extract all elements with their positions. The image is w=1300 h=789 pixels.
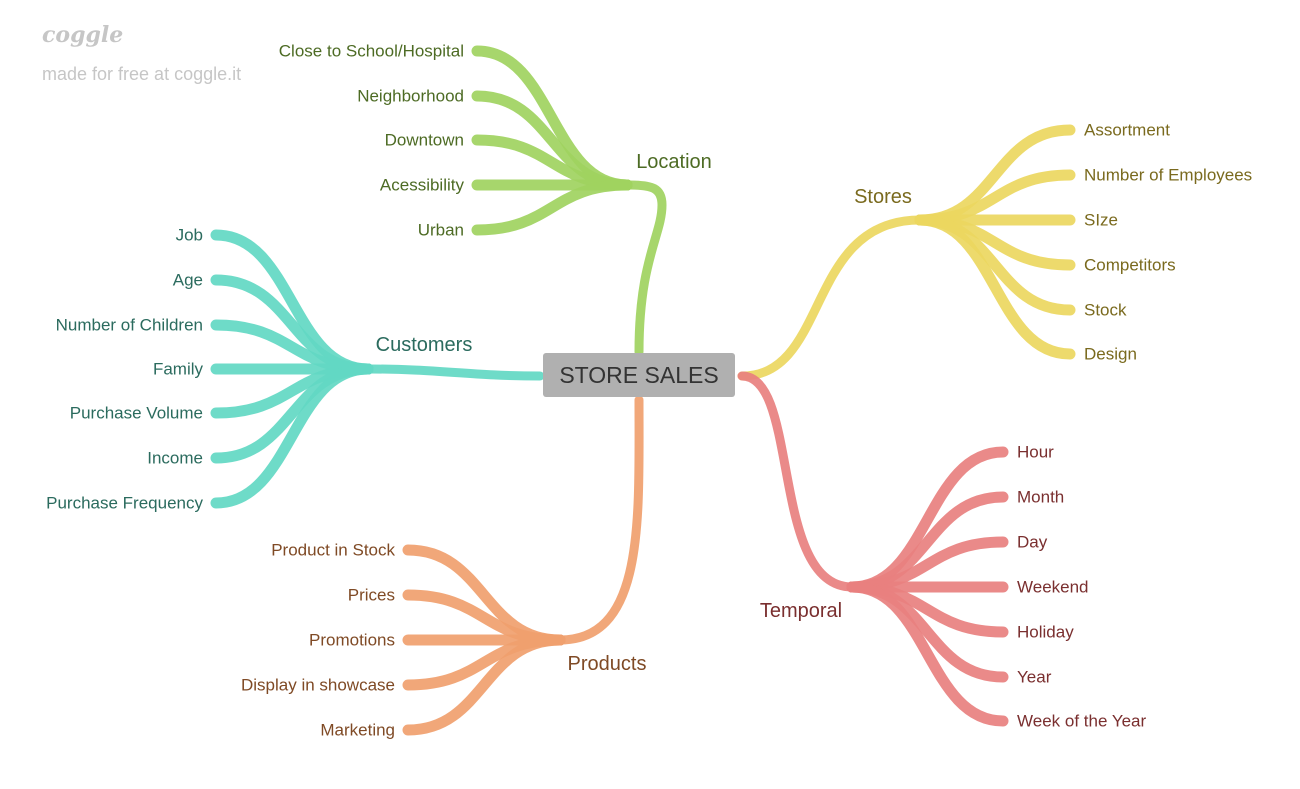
leaf-node-temporal-5[interactable]: Year <box>1017 667 1052 687</box>
leaf-node-temporal-2[interactable]: Day <box>1017 532 1048 552</box>
leaf-node-stores-2[interactable]: SIze <box>1084 210 1119 230</box>
leaf-node-temporal-1[interactable]: Month <box>1017 487 1065 507</box>
leaf-link-stores-5 <box>914 214 1076 360</box>
leaf-node-customers-2[interactable]: Number of Children <box>55 315 203 335</box>
leaf-node-stores-0[interactable]: Assortment <box>1084 120 1170 140</box>
leaf-node-customers-1[interactable]: Age <box>172 270 203 290</box>
leaf-node-products-1[interactable]: Prices <box>347 585 395 605</box>
leaf-node-temporal-6[interactable]: Week of the Year <box>1017 711 1147 731</box>
root-label: STORE SALES <box>559 361 719 388</box>
leaf-node-location-0[interactable]: Close to School/Hospital <box>278 41 464 61</box>
leaf-node-stores-1[interactable]: Number of Employees <box>1084 165 1253 185</box>
leaf-node-location-2[interactable]: Downtown <box>384 130 464 150</box>
leaf-node-location-1[interactable]: Neighborhood <box>357 86 464 106</box>
leaf-node-location-4[interactable]: Urban <box>417 220 464 240</box>
leaf-node-products-0[interactable]: Product in Stock <box>271 540 395 560</box>
leaf-node-location-3[interactable]: Acessibility <box>379 175 464 195</box>
branch-node-products[interactable]: Products <box>567 653 647 675</box>
branch-node-temporal[interactable]: Temporal <box>759 600 843 622</box>
branch-link-stores <box>737 215 925 381</box>
branch-link-customers <box>365 364 545 381</box>
leaf-node-customers-3[interactable]: Family <box>152 359 203 379</box>
leaf-node-customers-0[interactable]: Job <box>175 225 203 245</box>
leaf-node-temporal-0[interactable]: Hour <box>1017 442 1054 462</box>
root-node[interactable]: STORE SALES <box>543 353 735 397</box>
leaf-link-products-4 <box>402 634 566 736</box>
coggle-logo: coggle <box>42 22 124 48</box>
branch-link-temporal <box>737 371 857 592</box>
leaf-node-stores-4[interactable]: Stock <box>1084 300 1127 320</box>
leaf-node-customers-6[interactable]: Purchase Frequency <box>46 493 203 513</box>
leaf-node-stores-5[interactable]: Design <box>1084 344 1137 364</box>
leaf-node-customers-4[interactable]: Purchase Volume <box>69 403 203 423</box>
leaf-node-customers-5[interactable]: Income <box>147 448 203 468</box>
branch-link-location <box>625 180 667 357</box>
leaf-node-products-2[interactable]: Promotions <box>309 630 395 650</box>
leaf-node-products-3[interactable]: Display in showcase <box>240 675 395 695</box>
branch-node-stores[interactable]: Stores <box>854 186 912 208</box>
watermark-text: made for free at coggle.it <box>42 64 242 84</box>
branch-node-customers[interactable]: Customers <box>375 334 473 356</box>
leaf-node-stores-3[interactable]: Competitors <box>1084 255 1176 275</box>
leaf-node-products-4[interactable]: Marketing <box>320 720 395 740</box>
leaf-link-location-4 <box>471 179 633 236</box>
branch-node-location[interactable]: Location <box>636 151 712 173</box>
leaf-node-temporal-4[interactable]: Holiday <box>1017 622 1074 642</box>
leaf-link-customers-6 <box>210 363 374 509</box>
leaf-link-temporal-6 <box>846 581 1009 727</box>
branch-link-products <box>555 395 644 645</box>
leaf-node-temporal-3[interactable]: Weekend <box>1017 577 1089 597</box>
